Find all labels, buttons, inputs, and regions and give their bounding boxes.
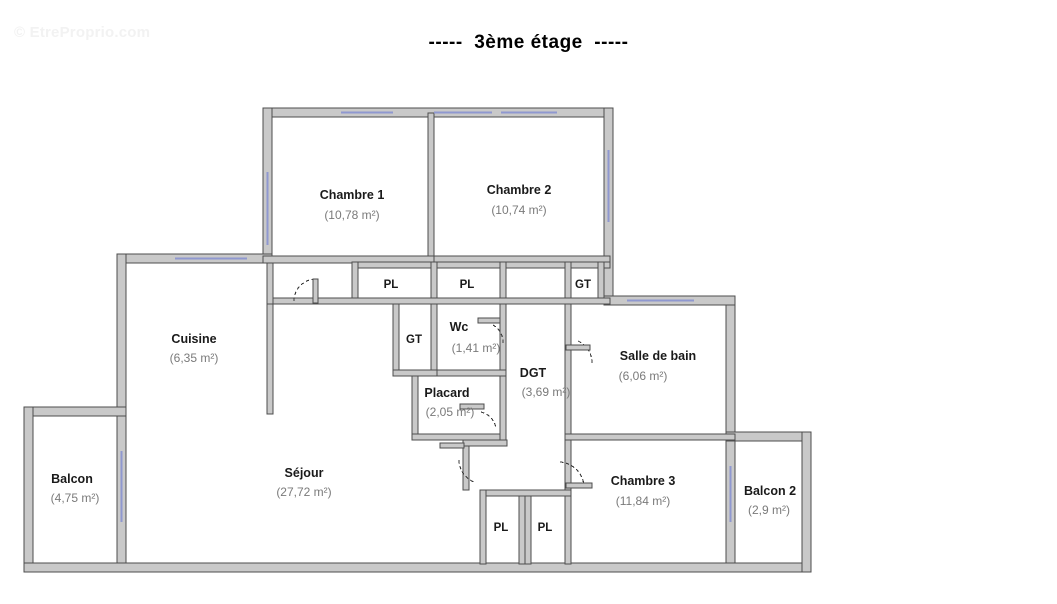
room-area-balcon2: (2,9 m²) <box>748 503 790 517</box>
wall-outer-bottom <box>23 562 812 573</box>
wall-placard-left <box>411 375 419 441</box>
room-label-wc: Wc <box>450 320 469 334</box>
closet-label-pl-2: PL <box>460 279 475 291</box>
room-area-wc: (1,41 m²) <box>452 341 501 355</box>
door-leaf-chambre3 <box>565 482 593 489</box>
room-area-cuisine: (6,35 m²) <box>170 351 219 365</box>
wall-hall-top <box>266 297 611 305</box>
floor-title: ----- 3ème étage ----- <box>428 32 629 53</box>
door-arc-sdb <box>577 340 593 364</box>
wall-sejour-hall-top <box>462 439 508 447</box>
closet-label-pl-3: PL <box>494 522 509 534</box>
wall-cuisine-right-lower <box>266 303 274 415</box>
wall-gtmid-right <box>430 303 438 377</box>
windows-group <box>120 111 732 522</box>
wall-gtmid-bottom <box>392 369 438 377</box>
wall-wc-bottom <box>436 369 507 377</box>
room-label-sejour: Séjour <box>285 466 324 480</box>
wall-gtmid-left <box>392 303 400 377</box>
door-arc-wc <box>492 324 504 345</box>
door-arc-placard <box>480 411 497 429</box>
wall-cuisine-right <box>266 262 274 305</box>
wall-chambre3-left <box>564 439 572 565</box>
room-area-chambre3: (11,84 m²) <box>616 494 670 508</box>
door-arc-hall <box>458 459 475 483</box>
door-leaves-group <box>312 278 593 489</box>
closet-label-pl-4: PL <box>538 522 553 534</box>
wall-right-sdb <box>725 295 736 442</box>
wall-outer-right <box>801 431 812 573</box>
room-area-sejour: (27,72 m²) <box>276 485 331 499</box>
room-area-chambre2: (10,74 m²) <box>491 203 546 217</box>
watermark-etreproprio: © EtreProprio.com <box>14 24 151 41</box>
closet-label-gt-mid: GT <box>406 334 422 346</box>
wall-plbottom-div <box>518 495 526 565</box>
room-label-chambre1: Chambre 1 <box>320 188 385 202</box>
door-leaf-sdb <box>565 344 591 351</box>
room-label-chambre2: Chambre 2 <box>487 183 552 197</box>
room-area-chambre1: (10,78 m²) <box>324 208 379 222</box>
wall-outer-left <box>23 406 34 573</box>
doors-group <box>293 278 593 487</box>
room-area-dgt: (3,69 m²) <box>522 385 571 399</box>
wall-sdb-bottom <box>564 433 736 441</box>
wall-plbottom-right <box>524 495 532 565</box>
closet-label-gt-top: GT <box>575 279 591 291</box>
room-label-dgt: DGT <box>520 366 547 380</box>
room-label-placard: Placard <box>424 386 469 400</box>
wall-top-balcon2 <box>725 431 812 442</box>
labels-group: Chambre 1 (10,78 m²) Chambre 2 (10,74 m²… <box>51 183 796 534</box>
room-area-balcon: (4,75 m²) <box>51 491 100 505</box>
room-area-placard: (2,05 m²) <box>426 405 475 419</box>
door-leaf-cuisine <box>312 278 319 304</box>
door-arc-chambre3 <box>559 461 585 487</box>
wall-between-bedrooms <box>427 112 435 264</box>
door-leaf-hall <box>439 442 465 449</box>
wall-placard-bottom <box>411 433 507 441</box>
room-area-salle-de-bain: (6,06 m²) <box>619 369 668 383</box>
room-label-chambre3: Chambre 3 <box>611 474 676 488</box>
wall-placard-right <box>499 375 507 441</box>
wall-left-cuisine <box>116 253 127 409</box>
door-leaf-placard <box>459 403 485 410</box>
room-label-balcon: Balcon <box>51 472 93 486</box>
wall-plbottom-left <box>479 489 487 565</box>
room-label-cuisine: Cuisine <box>171 332 216 346</box>
closet-label-pl-1: PL <box>384 279 399 291</box>
room-label-balcon2: Balcon 2 <box>744 484 796 498</box>
room-label-salle-de-bain: Salle de bain <box>620 349 696 363</box>
wall-top-balcon <box>23 406 127 417</box>
door-leaf-wc <box>477 317 501 324</box>
wall-plbottom-top <box>479 489 572 497</box>
wall-dgt-right <box>564 303 572 441</box>
